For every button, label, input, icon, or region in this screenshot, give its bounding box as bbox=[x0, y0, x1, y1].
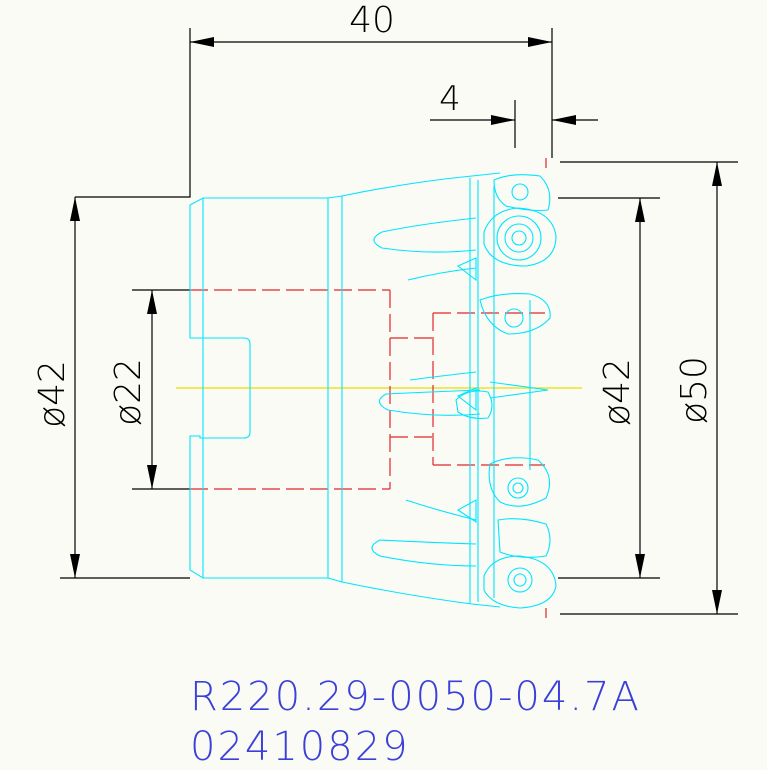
insert-seat-3 bbox=[479, 293, 551, 335]
head-top-curve bbox=[341, 172, 501, 197]
hidden-lines bbox=[190, 158, 547, 618]
dimension-text-4: 4 bbox=[439, 79, 461, 119]
insert-screw-2-outer bbox=[496, 215, 542, 261]
insert-screw-2-mid bbox=[504, 223, 534, 253]
head-bottom-curve bbox=[341, 581, 501, 608]
wedge-middle bbox=[456, 387, 477, 412]
wedge-lower bbox=[456, 499, 477, 524]
flute-middle-upper bbox=[409, 371, 477, 381]
shank-outline bbox=[189, 197, 329, 579]
insert-screw-1 bbox=[511, 183, 529, 201]
insert-seat-6 bbox=[497, 518, 551, 558]
dimension-text-22: ø22 bbox=[108, 358, 149, 426]
insert-screw-7-outer bbox=[507, 567, 533, 593]
flute-bottom bbox=[371, 539, 477, 567]
dimension-text-50: ø50 bbox=[674, 356, 715, 424]
insert-edge-4 bbox=[489, 381, 549, 399]
insert-seat-4 bbox=[455, 390, 493, 419]
insert-screw-2-inner bbox=[511, 230, 527, 246]
flute-lower bbox=[405, 499, 477, 521]
wedge-upper bbox=[456, 257, 477, 282]
insert-screw-5-inner bbox=[512, 482, 524, 494]
part-number: 02410829 bbox=[190, 724, 410, 770]
dimension-lines bbox=[60, 28, 738, 615]
cutter-body-outline bbox=[189, 172, 557, 609]
dimension-text-left42: ø42 bbox=[32, 360, 73, 428]
insert-seat-2 bbox=[483, 207, 557, 267]
insert-seat-1 bbox=[493, 174, 551, 212]
dimension-text-right42: ø42 bbox=[597, 358, 638, 426]
flute-upper bbox=[407, 267, 477, 281]
insert-screw-7-inner bbox=[513, 573, 527, 587]
insert-seat-5 bbox=[488, 457, 551, 507]
dimension-text-40: 40 bbox=[349, 0, 395, 41]
body-top-edge bbox=[327, 195, 343, 199]
insert-screw-3 bbox=[504, 308, 524, 328]
insert-screw-5-outer bbox=[507, 477, 529, 499]
extension-line-left-40 bbox=[75, 28, 191, 198]
body-bottom-edge bbox=[327, 577, 343, 583]
part-code: R220.29-0050-04.7A bbox=[190, 674, 641, 720]
flute-middle bbox=[378, 389, 481, 416]
flute-top bbox=[373, 217, 477, 253]
insert-seat-7 bbox=[483, 555, 557, 609]
